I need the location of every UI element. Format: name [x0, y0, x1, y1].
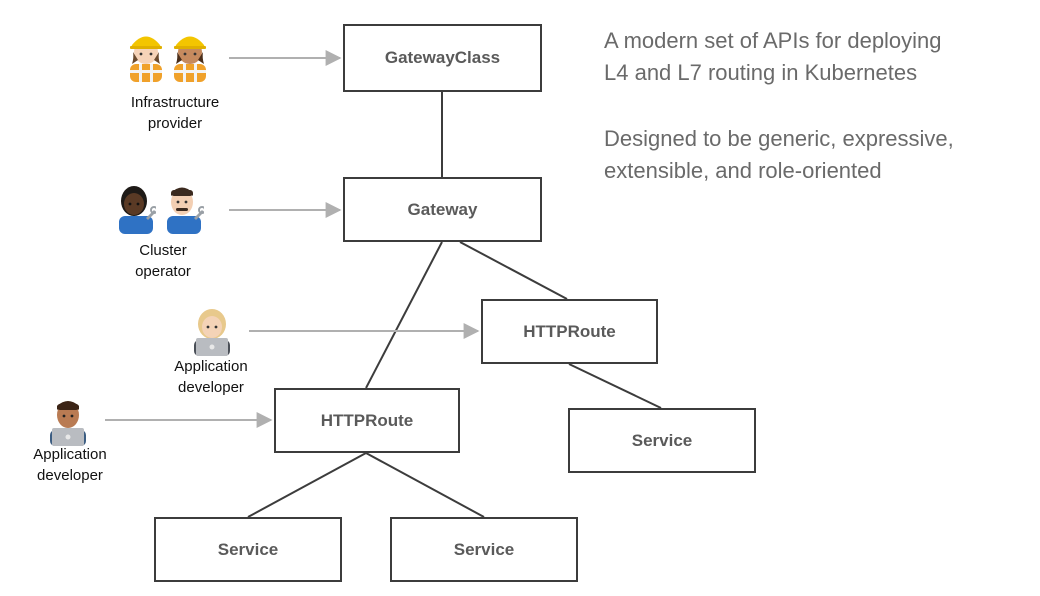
role-label-line: developer [178, 379, 244, 396]
appdev-left-icon-wrap [46, 396, 90, 446]
cluster-operator-icons [116, 184, 204, 234]
description-paragraph-2: Designed to be generic, expressive, exte… [604, 123, 954, 187]
construction-worker-woman-light-icon [130, 36, 162, 82]
role-label-line: developer [37, 467, 103, 484]
node-service-bottom-left: Service [154, 517, 342, 582]
technologist-man-medium-icon [50, 401, 86, 446]
description-line: L4 and L7 routing in Kubernetes [604, 60, 918, 85]
role-label-line: Application [174, 358, 248, 375]
connector-gateway-httproute-right [459, 241, 568, 300]
node-service-right: Service [568, 408, 756, 473]
role-label-line: Infrastructure [130, 94, 220, 111]
role-label-line: Application [33, 446, 107, 463]
role-application-developer-left: Application developer [0, 444, 140, 486]
node-service-bottom-right: Service [390, 517, 578, 582]
description-line: Designed to be generic, expressive, [604, 126, 954, 151]
appdev-right-icon-wrap [190, 306, 234, 356]
connector-httproute-right-service [568, 363, 662, 409]
role-application-developer-right: Application developer [141, 356, 281, 398]
infrastructure-provider-icons [128, 30, 208, 82]
node-httproute-left: HTTPRoute [274, 388, 460, 453]
node-gatewayclass: GatewayClass [343, 24, 542, 92]
construction-worker-woman-medium-icon [174, 36, 206, 82]
description-paragraph-1: A modern set of APIs for deploying L4 an… [604, 25, 942, 89]
node-httproute-right: HTTPRoute [481, 299, 658, 364]
mechanic-woman-dark-icon [119, 186, 156, 234]
role-label-line: operator [135, 263, 191, 280]
role-infrastructure-provider: Infrastructure provider [105, 92, 245, 134]
connector-httproute-left-service-right [365, 452, 485, 518]
role-label-line: Cluster [139, 242, 187, 259]
role-label-line: provider [147, 115, 203, 132]
connector-gateway-httproute-left [365, 241, 443, 389]
node-gateway: Gateway [343, 177, 542, 242]
role-cluster-operator: Cluster operator [93, 240, 233, 282]
description-line: A modern set of APIs for deploying [604, 28, 942, 53]
connector-httproute-left-service-left [247, 452, 367, 518]
mechanic-man-light-icon [167, 187, 204, 234]
description-line: extensible, and role-oriented [604, 158, 882, 183]
technologist-woman-blonde-icon [194, 309, 230, 356]
